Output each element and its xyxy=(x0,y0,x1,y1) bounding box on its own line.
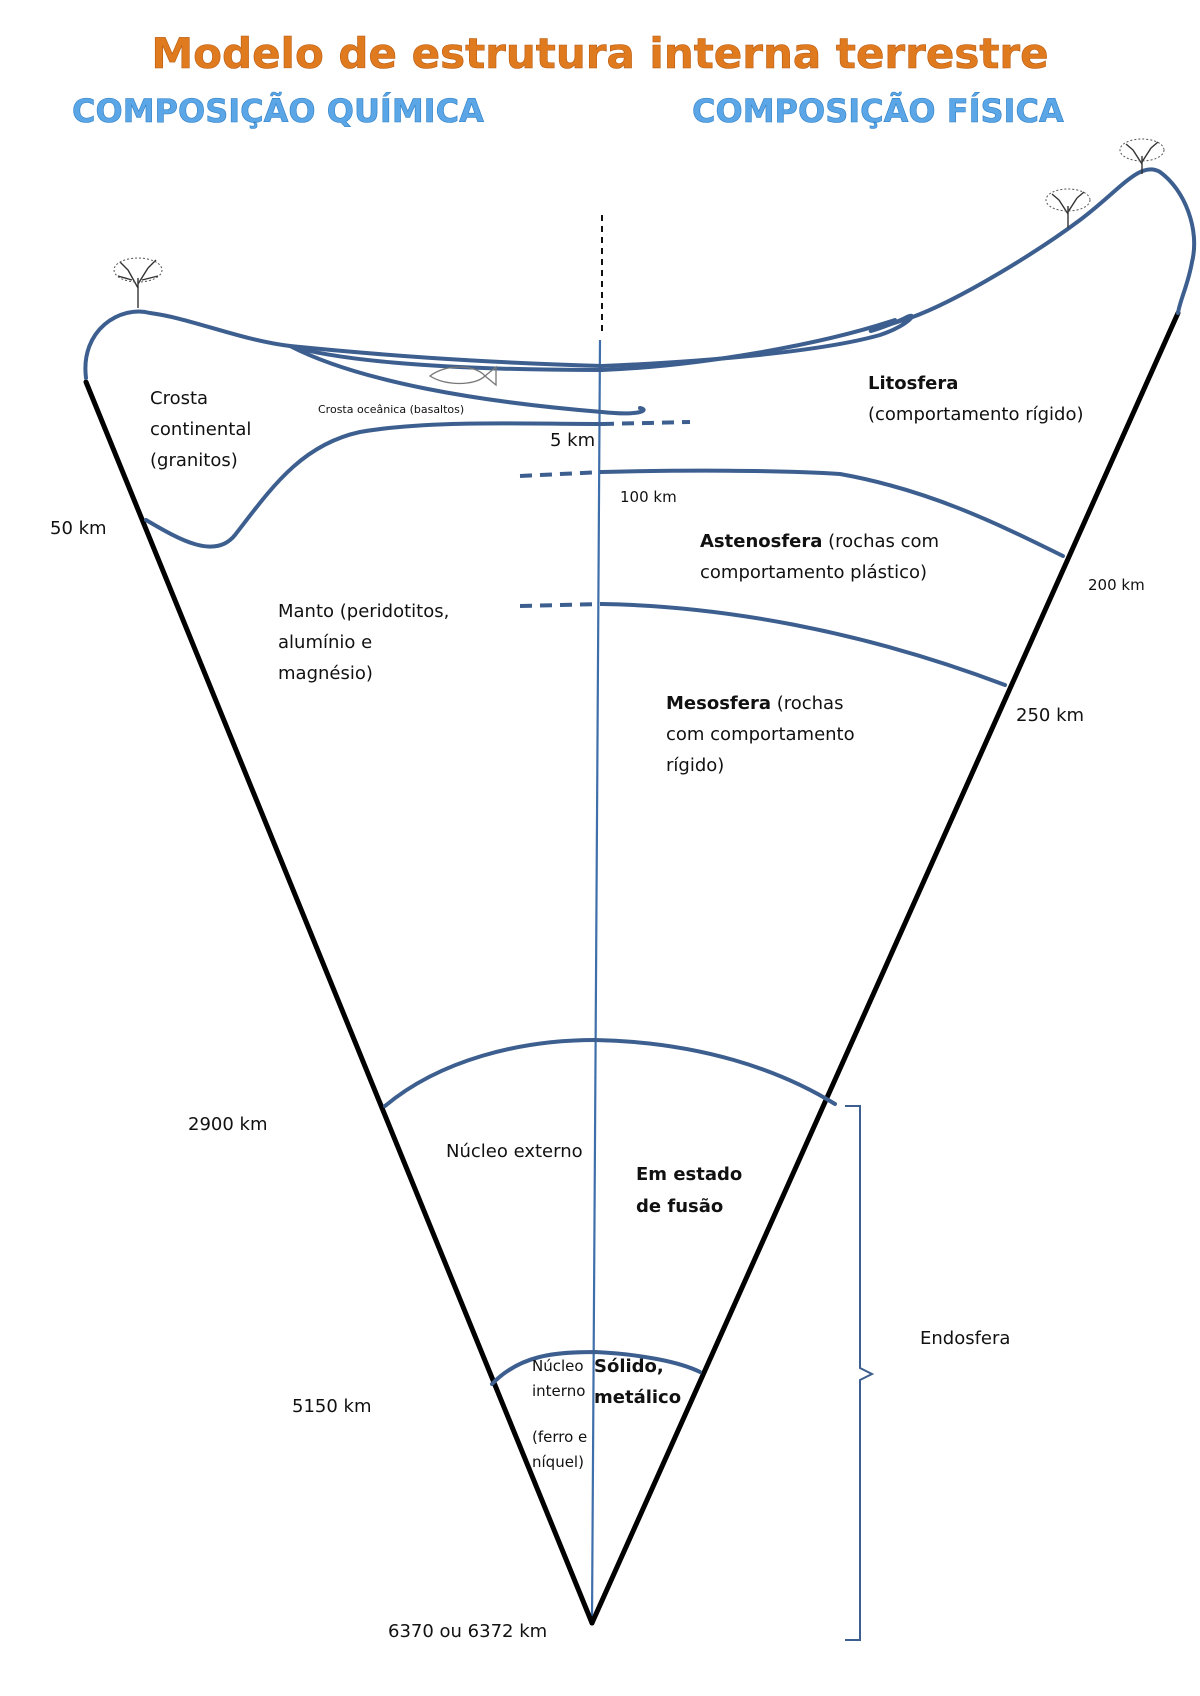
fish-icon xyxy=(428,365,497,387)
depth-5150km: 5150 km xyxy=(292,1396,372,1417)
moho-dashed xyxy=(601,420,691,426)
asthenosphere-label-1: Astenosfera (rochas com xyxy=(700,531,939,552)
inner-core-comp-1: (ferro e xyxy=(532,1428,587,1446)
solid-label-2: metálico xyxy=(594,1387,681,1408)
mesosphere-desc-3: rígido) xyxy=(666,755,724,776)
tree-icon xyxy=(1045,188,1091,228)
depth-5km: 5 km xyxy=(550,430,595,451)
asthenosphere-base-dashed xyxy=(519,602,603,608)
lithosphere-base-dashed xyxy=(519,470,603,478)
molten-label-2: de fusão xyxy=(636,1196,723,1217)
solid-label-1: Sólido, xyxy=(594,1356,664,1377)
cone-right-edge xyxy=(589,310,1181,1626)
subtitle-chemical: COMPOSIÇÃO QUÍMICA xyxy=(72,92,484,130)
cone-left-edge xyxy=(83,379,595,1626)
continental-crust-base xyxy=(144,421,604,549)
depth-100km: 100 km xyxy=(620,488,677,506)
molten-label-1: Em estado xyxy=(636,1164,742,1185)
tree-icon xyxy=(113,257,163,308)
depth-50km: 50 km xyxy=(50,518,107,539)
inner-core-boundary xyxy=(490,1350,702,1386)
inner-core-comp-2: níquel) xyxy=(532,1453,584,1471)
depth-200km: 200 km xyxy=(1088,576,1145,594)
asthenosphere-desc-2: comportamento plástico) xyxy=(700,562,927,583)
tree-icon xyxy=(1119,138,1165,174)
depth-2900km: 2900 km xyxy=(188,1114,268,1135)
depth-250km: 250 km xyxy=(1016,705,1084,726)
continental-crust-label-2: continental xyxy=(150,419,251,440)
mantle-label-1: Manto (peridotitos, xyxy=(278,601,449,622)
lithosphere-name: Litosfera xyxy=(868,373,958,394)
oceanic-crust-label: Crosta oceânica (basaltos) xyxy=(318,403,464,416)
mesosphere-name: Mesosfera xyxy=(666,693,771,714)
lithosphere-base xyxy=(600,468,1065,558)
central-axis xyxy=(590,339,602,1621)
endosphere-label: Endosfera xyxy=(920,1328,1010,1349)
page-title: Modelo de estrutura interna terrestre xyxy=(151,29,1048,78)
mantle-label-3: magnésio) xyxy=(278,663,373,684)
endosphere-bracket xyxy=(845,1105,875,1641)
inner-core-label-1: Núcleo xyxy=(532,1357,584,1375)
mesosphere-desc-2: com comportamento xyxy=(666,724,855,745)
lithosphere-desc: (comportamento rígido) xyxy=(868,404,1084,425)
asthenosphere-name: Astenosfera xyxy=(700,531,822,552)
asthenosphere-desc-1: (rochas com xyxy=(822,531,939,552)
asthenosphere-base xyxy=(600,602,1007,687)
subtitle-physical: COMPOSIÇÃO FÍSICA xyxy=(692,92,1064,130)
continental-crust-label-3: (granitos) xyxy=(150,450,238,471)
continental-crust-label-1: Crosta xyxy=(150,388,208,409)
mesosphere-label-1: Mesosfera (rochas xyxy=(666,693,843,714)
core-mantle-boundary xyxy=(383,1038,837,1108)
depth-6370km: 6370 ou 6372 km xyxy=(388,1621,547,1642)
inner-core-label-2: interno xyxy=(532,1382,585,1400)
mesosphere-desc-1: (rochas xyxy=(771,693,843,714)
outer-core-label: Núcleo externo xyxy=(446,1141,583,1162)
mantle-label-2: alumínio e xyxy=(278,632,372,653)
surface-profile xyxy=(83,167,1197,380)
oceanic-crust-boundary xyxy=(288,318,897,372)
oceanic-crust-bottom xyxy=(288,344,646,416)
